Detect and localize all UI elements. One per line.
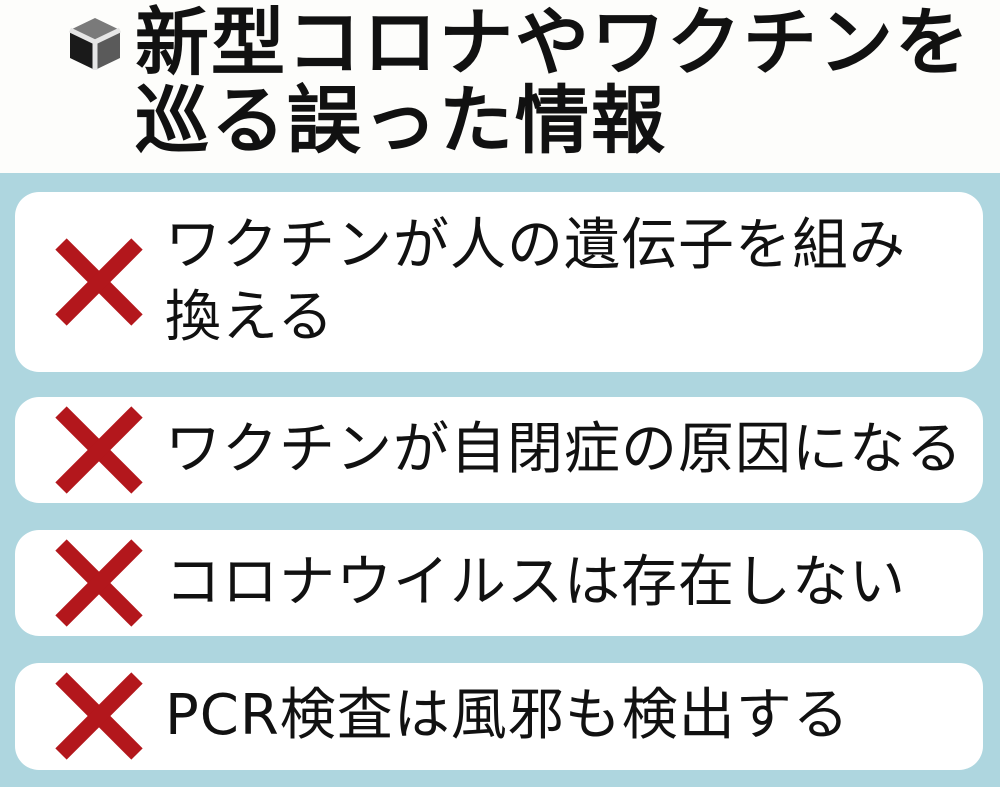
item-text: PCR検査は風邪も検出する xyxy=(165,683,850,748)
page-title: 新型コロナやワクチンを 巡る誤った情報 xyxy=(135,0,971,164)
x-mark-icon xyxy=(55,539,143,627)
item-text: ワクチンが人の遺伝子を組み 換える xyxy=(165,213,906,350)
x-mark-icon xyxy=(55,406,143,494)
cube-icon xyxy=(68,18,122,70)
x-mark-icon xyxy=(55,672,143,760)
list-item: ワクチンが自閉症の原因になる xyxy=(15,397,983,503)
misinformation-list: ワクチンが人の遺伝子を組み 換える ワクチンが自閉症の原因になる コロナウイルス… xyxy=(0,173,1000,787)
list-item: ワクチンが人の遺伝子を組み 換える xyxy=(15,192,983,372)
item-text: コロナウイルスは存在しない xyxy=(165,550,906,615)
list-item: コロナウイルスは存在しない xyxy=(15,530,983,636)
item-text: ワクチンが自閉症の原因になる xyxy=(165,417,963,482)
header: 新型コロナやワクチンを 巡る誤った情報 xyxy=(0,0,1000,173)
list-item: PCR検査は風邪も検出する xyxy=(15,663,983,770)
x-mark-icon xyxy=(55,238,143,326)
